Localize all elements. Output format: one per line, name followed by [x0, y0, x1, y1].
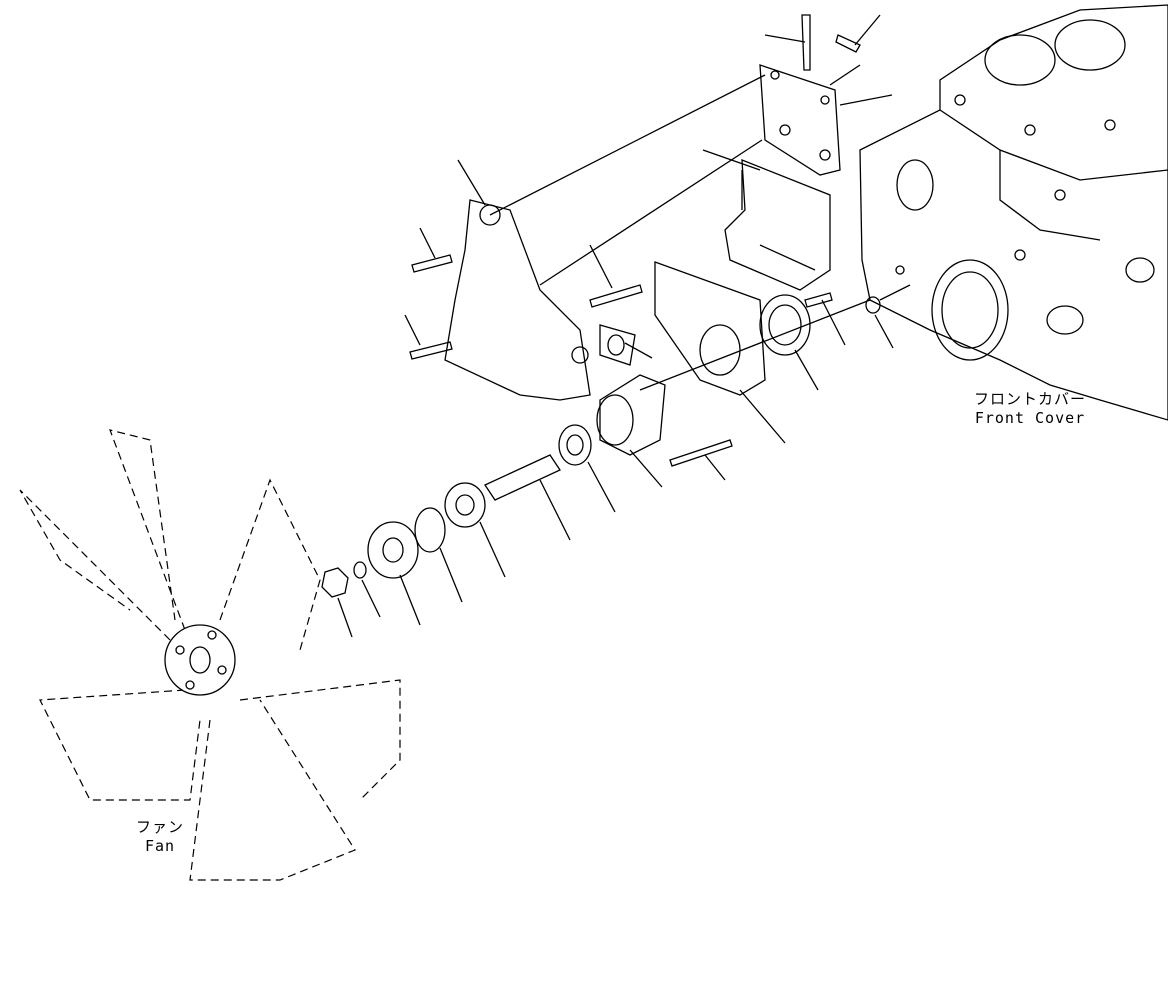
leader-line: [639, 299, 871, 391]
leader-line: [821, 299, 846, 346]
leader-line: [419, 227, 436, 259]
front-cover-label-jp: フロントカバー: [973, 390, 1086, 408]
leader-line: [874, 314, 894, 349]
leader-line: [457, 159, 486, 206]
bolt: [804, 292, 833, 308]
leader-line: [479, 521, 506, 578]
leader-line: [764, 34, 806, 43]
leader-line: [589, 244, 613, 289]
leader-lines: [337, 14, 911, 638]
washer: [353, 561, 367, 579]
leader-line: [839, 94, 893, 106]
fan: [19, 429, 401, 881]
leader-line: [879, 284, 911, 301]
mounting-plate: [444, 199, 591, 401]
nut: [321, 567, 349, 598]
leader-line: [629, 449, 663, 488]
leader-line: [829, 64, 861, 86]
adapter-plate: [654, 261, 766, 396]
bolt: [835, 34, 861, 53]
gasket: [599, 324, 636, 366]
front-cover-label-en: Front Cover: [974, 409, 1086, 427]
leader-line: [404, 314, 421, 346]
seal-ring: [759, 294, 811, 356]
shaft: [484, 454, 561, 501]
pulley-flange: [367, 521, 419, 579]
leader-line: [624, 342, 653, 359]
leader-line: [489, 74, 766, 216]
leader-line: [587, 461, 616, 513]
leader-line: [854, 14, 881, 46]
bolt: [409, 341, 453, 360]
leader-line: [539, 139, 763, 286]
fan-label: ファン Fan: [125, 818, 195, 856]
leader-line: [739, 389, 786, 444]
bearing: [558, 424, 592, 466]
snap-ring: [414, 507, 446, 553]
leader-line: [337, 597, 353, 638]
fan-hub-housing: [596, 374, 666, 456]
bolt: [589, 284, 643, 308]
bolt: [801, 14, 811, 71]
leader-line: [704, 454, 726, 481]
dowel-pin: [865, 296, 881, 314]
leader-line: [399, 574, 421, 626]
leader-line: [439, 547, 463, 603]
upper-bracket: [759, 64, 841, 176]
leader-line: [794, 349, 819, 391]
bearing: [444, 482, 486, 528]
bolt: [411, 254, 453, 273]
front-cover-label: フロントカバー Front Cover: [955, 390, 1105, 428]
engine-front-cover: [859, 4, 1168, 421]
leader-line: [361, 579, 381, 618]
fan-bracket: [724, 159, 831, 291]
leader-line: [539, 479, 571, 541]
fan-label-en: Fan: [144, 837, 176, 855]
fan-label-jp: ファン: [135, 818, 184, 836]
bolt: [669, 439, 733, 467]
